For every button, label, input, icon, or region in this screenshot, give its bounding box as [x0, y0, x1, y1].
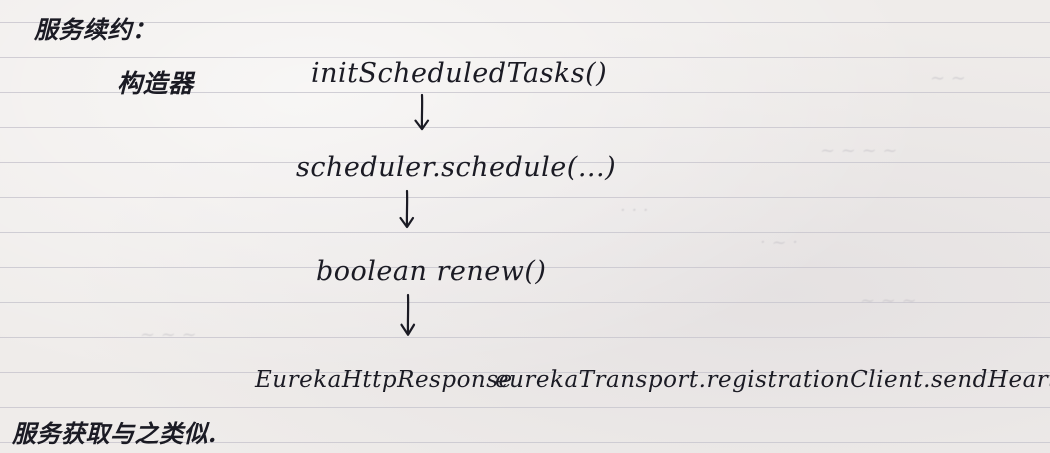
ruled-line — [0, 22, 1050, 23]
show-through-mark: · ~ · — [760, 232, 798, 253]
ruled-line — [0, 267, 1050, 268]
ruled-line — [0, 372, 1050, 373]
down-arrow-icon — [414, 93, 430, 131]
show-through-mark: ~ ~ ~ — [140, 324, 197, 345]
ruled-line — [0, 407, 1050, 408]
ruled-line — [0, 127, 1050, 128]
section-title: 服务续约： — [34, 15, 157, 44]
heartbeat-call: eurekaTransport.registrationClient.sendH… — [495, 367, 1050, 393]
show-through-mark: ~ ~ ~ — [860, 290, 917, 311]
show-through-mark: ~ ~ ~ ~ — [820, 140, 898, 161]
ruled-line — [0, 232, 1050, 233]
ruled-line — [0, 337, 1050, 338]
flow-step-boolean-renew: boolean renew() — [316, 256, 547, 287]
show-through-mark: ∼ ∼ — [930, 68, 966, 89]
ruled-line — [0, 162, 1050, 163]
ruled-line — [0, 197, 1050, 198]
down-arrow-icon — [400, 293, 416, 336]
down-arrow-icon — [399, 189, 415, 229]
constructor-label: 构造器 — [117, 69, 194, 98]
flow-step-scheduler-schedule: scheduler.schedule(...) — [296, 152, 617, 183]
ruled-line — [0, 442, 1050, 443]
flow-step-init-scheduled-tasks: initScheduledTasks() — [311, 58, 608, 89]
ruled-line — [0, 302, 1050, 303]
show-through-mark: · · · — [620, 200, 649, 221]
bottom-note: 服务获取与之类似. — [12, 419, 217, 448]
response-type-label: EurekaHttpResponse — [255, 367, 513, 393]
ruled-line — [0, 57, 1050, 58]
ruled-line — [0, 92, 1050, 93]
